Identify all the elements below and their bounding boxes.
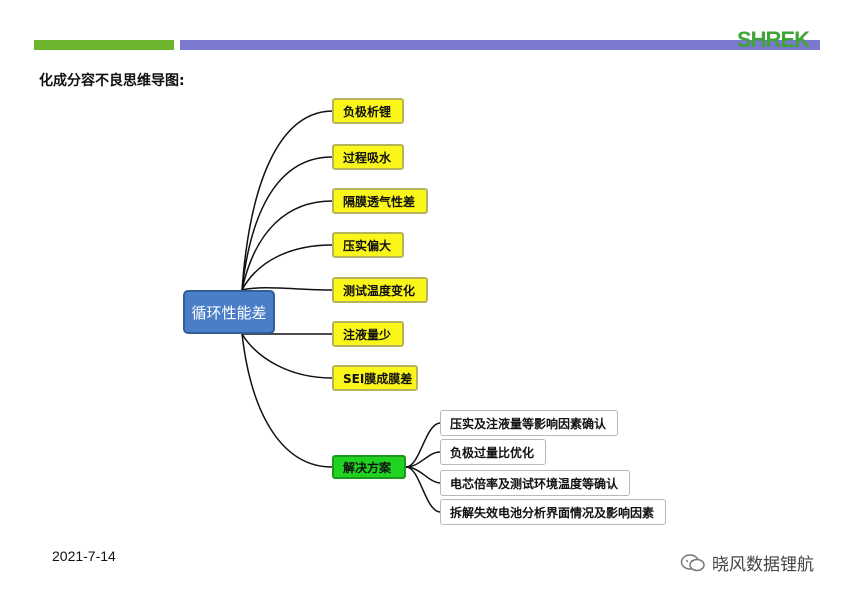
watermark-text: 晓风数据锂航	[712, 555, 814, 575]
connector-solution-4	[405, 466, 441, 513]
cause-node: 测试温度变化	[332, 277, 428, 303]
watermark: 晓风数据锂航	[680, 550, 814, 575]
brand-logo: SHREK	[737, 27, 810, 52]
connector-cause-1	[241, 110, 333, 291]
solution-item: 电芯倍率及测试环境温度等确认	[440, 470, 630, 496]
page-title: 化成分容不良思维导图:	[39, 73, 185, 89]
chat-bubble-icon	[680, 553, 705, 571]
solution-item: 压实及注液量等影响因素确认	[440, 410, 618, 436]
header-accent-bar-green	[34, 40, 174, 50]
solution-item: 拆解失效电池分析界面情况及影响因素	[440, 499, 666, 525]
cause-node: 负极析锂	[332, 98, 404, 124]
cause-node: 压实偏大	[332, 232, 404, 258]
cause-node: SEI膜成膜差	[332, 365, 418, 391]
connector-cause-3	[241, 200, 333, 291]
connector-cause-5	[241, 287, 333, 291]
footer-date: 2021-7-14	[52, 548, 116, 564]
header-accent-bar-purple	[180, 40, 820, 50]
root-node: 循环性能差	[183, 290, 275, 334]
connector-solution	[241, 333, 333, 468]
connector-cause-4	[241, 244, 333, 291]
connector-solution-1	[405, 422, 441, 468]
connector-cause-7	[241, 333, 333, 379]
cause-node: 隔膜透气性差	[332, 188, 428, 214]
cause-node: 注液量少	[332, 321, 404, 347]
connector-cause-2	[241, 156, 333, 291]
cause-node: 过程吸水	[332, 144, 404, 170]
solution-node: 解决方案	[332, 455, 406, 479]
solution-item: 负极过量比优化	[440, 439, 546, 465]
